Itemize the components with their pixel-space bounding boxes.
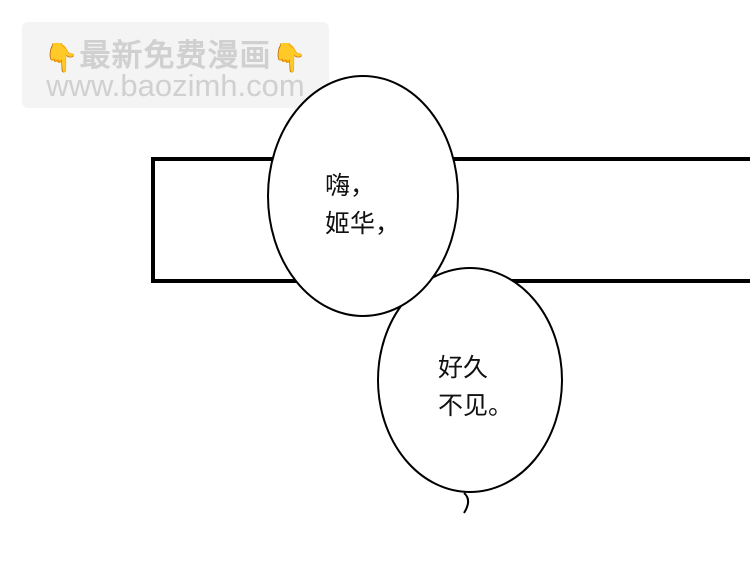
speech-bubble-upper — [267, 75, 459, 317]
watermark-url: www.baozimh.com — [46, 68, 305, 103]
pointing-hand-icon: 👇 — [43, 41, 80, 74]
speech-bubble-tail — [463, 492, 470, 514]
bubble-lower-line-1: 好久 — [438, 353, 489, 382]
bubble-upper-line-1: 嗨， — [325, 171, 376, 200]
speech-bubble-lower — [377, 267, 563, 493]
watermark-badge: 👇最新免费漫画👇 www.baozimh.com — [22, 22, 329, 108]
watermark-title-row: 👇最新免费漫画👇 — [22, 30, 329, 75]
bubble-upper-line-2: 姬华， — [325, 209, 401, 238]
bubble-upper-text: 嗨， 姬华， — [325, 167, 400, 243]
bubble-lower-line-2: 不见。 — [438, 391, 514, 420]
watermark-title: 最新免费漫画 — [79, 38, 272, 74]
bubble-lower-text: 好久 不见。 — [438, 349, 513, 425]
pointing-hand-icon: 👇 — [271, 41, 308, 74]
